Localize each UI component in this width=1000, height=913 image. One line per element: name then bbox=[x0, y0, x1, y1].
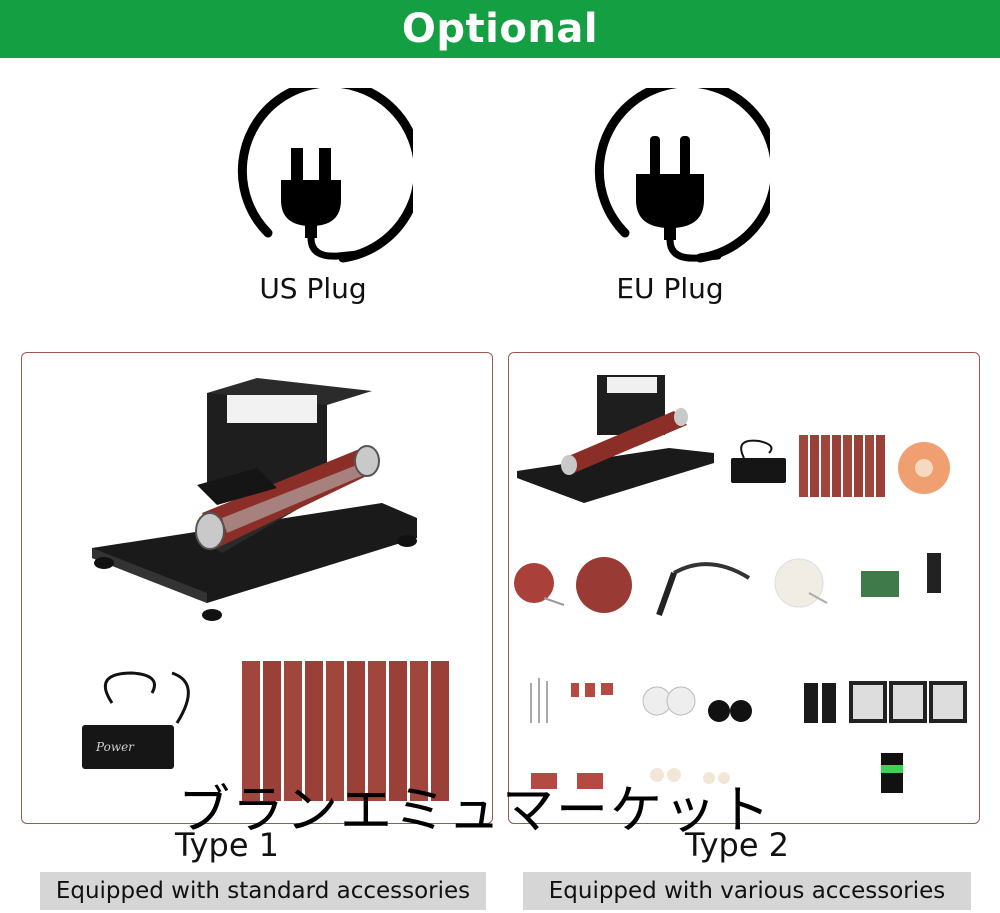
type2-product-image bbox=[514, 375, 967, 793]
eu-plug-label: EU Plug bbox=[616, 272, 724, 305]
sanding-strips bbox=[242, 661, 449, 801]
header-banner: Optional bbox=[0, 0, 1000, 58]
us-plug-option: US Plug bbox=[213, 88, 413, 318]
watermark-text: ブランエミュマーケット bbox=[178, 781, 773, 841]
eu-plug-icon bbox=[594, 88, 770, 263]
eu-plug-option: EU Plug bbox=[570, 88, 770, 318]
us-plug-icon bbox=[237, 88, 413, 263]
type1-description: Equipped with standard accessories bbox=[40, 872, 486, 910]
us-plug-label: US Plug bbox=[259, 272, 367, 305]
type1-product-image: Power bbox=[82, 378, 449, 801]
type1-product-panel: Power bbox=[21, 352, 493, 824]
type2-label: Type 2 bbox=[685, 826, 790, 864]
power-adapter bbox=[82, 725, 174, 769]
type2-description: Equipped with various accessories bbox=[523, 872, 971, 910]
base-plate bbox=[92, 503, 417, 603]
type2-product-panel bbox=[508, 352, 980, 824]
adapter-text: Power bbox=[95, 740, 135, 754]
type1-label: Type 1 bbox=[175, 826, 280, 864]
page-title: Optional bbox=[401, 6, 599, 52]
